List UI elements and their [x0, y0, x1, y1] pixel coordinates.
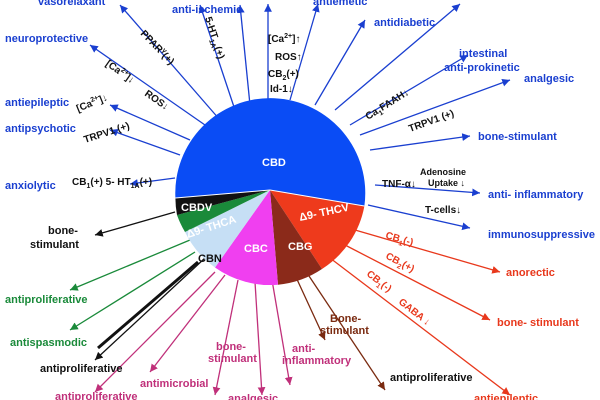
effect-bone-brown-1: Bone- — [330, 313, 362, 325]
mech-ros-down: ROS↓ — [142, 88, 170, 112]
label-cbn: CBN — [198, 253, 222, 265]
svg-text:CB1(-): CB1(-) — [384, 230, 415, 250]
thcv-effect-labels: anorectic bone- stimulant antiepileptic — [474, 267, 579, 400]
svg-text:PPARγ(+): PPARγ(+) — [138, 28, 177, 68]
effect-anti-infl-mag-2: inflammatory — [282, 355, 352, 367]
svg-text:CB2(+): CB2(+) — [268, 69, 299, 82]
cbc-effect-labels: bone- stimulant anti- inflammatory antim… — [55, 341, 352, 400]
slice-thca — [177, 190, 270, 232]
effect-bone-2: stimulant — [30, 239, 79, 251]
mech-ca-down-1: [Ca — [103, 58, 123, 77]
mech-adenosine-2: Uptake ↓ — [428, 178, 465, 188]
effect-antiproliferative-black: antiproliferative — [40, 363, 123, 375]
svg-text:5-HT1A(+): 5-HT1A(+) — [200, 16, 226, 62]
mech-trpv1-left: TRPV1 (+) — [83, 121, 132, 146]
svg-text:[Ca2+]↓: [Ca2+]↓ — [103, 58, 136, 86]
effect-immunosuppressive: immunosuppressive — [488, 229, 595, 241]
mech-cb2: CB — [268, 69, 282, 80]
mech-ca-up: [Ca — [268, 34, 285, 45]
effect-antidiabetic: antidiabetic — [374, 17, 435, 29]
effect-analgesic-mag: analgesic — [228, 393, 278, 400]
cannabinoid-pie — [175, 98, 366, 286]
label-cbc: CBC — [244, 243, 268, 255]
cbg-effect-labels: Bone- stimulant — [320, 313, 369, 337]
cbg-arrows — [294, 269, 386, 391]
cbc-arrows — [94, 271, 293, 396]
effect-bone-brown-2: stimulant — [320, 325, 369, 337]
effect-antiepileptic-red: antiepileptic — [474, 393, 538, 400]
effect-anti-inflammatory: anti- inflammatory — [488, 189, 584, 201]
effect-bone-mag-1: bone- — [216, 341, 246, 353]
effect-analgesic: analgesic — [524, 73, 574, 85]
cbd-effect-labels: vasorelaxant anti-ischemic antiemetic ne… — [5, 0, 595, 241]
black-arrows — [94, 211, 206, 361]
mech-ros-up: ROS↑ — [275, 52, 302, 63]
thick-black-line — [97, 260, 199, 350]
effect-neuroprotective: neuroprotective — [5, 33, 88, 45]
effect-antiproliferative-green: antiproliferative — [5, 294, 88, 306]
label-cbdv: CBDV — [181, 202, 213, 214]
effect-anti-ischemic: anti-ischemic — [172, 4, 242, 16]
label-cbg: CBG — [288, 241, 312, 253]
effect-anti-infl-mag-1: anti- — [292, 343, 316, 355]
effect-antimicrobial: antimicrobial — [140, 378, 208, 390]
mech-cb1-minus: CB — [384, 230, 401, 245]
thca-effect-labels: antiproliferative antispasmodic — [5, 294, 88, 349]
mech-5ht1a: 5-HT — [202, 16, 219, 41]
thcv-arrows — [329, 229, 511, 396]
mech-cb1-5ht: CB — [72, 177, 86, 188]
mech-adenosine-1: Adenosine — [420, 167, 466, 177]
svg-text:CB2(+): CB2(+) — [383, 251, 416, 277]
mech-tnf: TNF-α↓ — [382, 179, 416, 190]
effect-antipsychotic: antipsychotic — [5, 123, 76, 135]
effect-antiproliferative-mag: antiproliferative — [55, 391, 138, 400]
svg-text:CB1(+) 5- HT1A(+): CB1(+) 5- HT1A(+) — [72, 177, 152, 190]
effect-anorectic: anorectic — [506, 267, 555, 279]
effect-anti-prokinetic: anti-prokinetic — [444, 62, 520, 74]
effect-antispasmodic: antispasmodic — [10, 337, 87, 349]
mech-tcells: T-cells↓ — [425, 205, 461, 216]
svg-text:[Ca2+]↑: [Ca2+]↑ — [268, 33, 300, 45]
effect-antiepileptic: antiepileptic — [5, 97, 69, 109]
effect-antiemetic: antiemetic — [313, 0, 367, 8]
effect-vasorelaxant: vasorelaxant — [38, 0, 106, 8]
slice-thcv — [270, 190, 365, 269]
effect-bone-1: bone- — [48, 225, 78, 237]
effect-anxiolytic: anxiolytic — [5, 180, 56, 192]
label-cbd: CBD — [262, 157, 286, 169]
effect-intestinal: intestinal — [459, 48, 507, 60]
svg-text:CB1(-): CB1(-) — [363, 269, 393, 297]
thca-arrows — [69, 239, 196, 331]
slice-cbg — [270, 190, 322, 285]
mech-trpv1-right: TRPV1 (+) — [407, 108, 455, 135]
effect-bone-red: bone- stimulant — [497, 317, 579, 329]
slice-cbc — [215, 190, 278, 286]
black-effect-labels: bone- stimulant antiproliferative — [30, 225, 123, 375]
slice-cbn — [185, 190, 270, 268]
mech-id1: Id-1↓ — [270, 84, 293, 95]
svg-text:[Ca2+]↓: [Ca2+]↓ — [75, 91, 110, 114]
effect-bone-mag-2: stimulant — [208, 353, 257, 365]
effect-antiproliferative-brown: antiproliferative — [390, 372, 473, 384]
effect-bone-stimulant: bone-stimulant — [478, 131, 557, 143]
slice-cbd — [175, 98, 366, 206]
thcv-mechanism-labels: CB1(-) CB2(+) CB1(-) GABA ↓ — [363, 230, 432, 328]
cbd-arrows — [89, 3, 511, 231]
